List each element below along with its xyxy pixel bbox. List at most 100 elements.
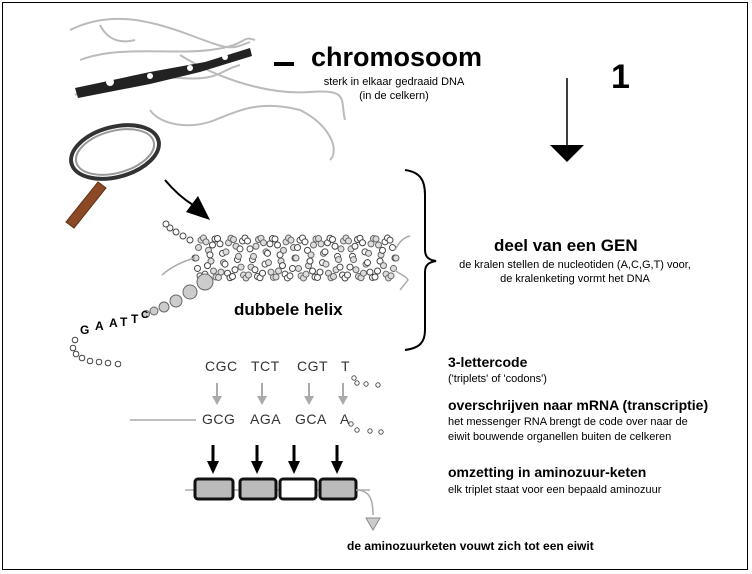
chromosome-subtitle: sterk in elkaar gedraaid DNA (in de celk… — [311, 75, 477, 103]
dna-bead — [304, 246, 311, 254]
dna-bead — [363, 381, 369, 387]
dna-bead — [301, 238, 309, 246]
dna-letter: A — [109, 316, 118, 330]
transcription-arrowhead — [338, 396, 348, 405]
translation-desc: elk triplet staat voor een bepaald amino… — [448, 484, 662, 496]
dna-bead — [264, 249, 271, 257]
dna-bead — [330, 272, 337, 280]
dna-letter: T — [120, 315, 128, 329]
dna-bead — [379, 246, 386, 254]
transcription-desc-line2: eiwit bouwende organellen buiten de celk… — [448, 431, 672, 443]
dna-letter: G — [80, 323, 90, 337]
dna-bead — [316, 268, 324, 276]
translation-arrowhead — [207, 461, 219, 474]
dna-bead-trail — [69, 336, 384, 435]
dna-bead — [336, 263, 344, 271]
translation-arrows — [207, 445, 343, 474]
helix-tail — [394, 235, 411, 291]
dna-bead — [289, 264, 296, 272]
dna-bead — [209, 241, 216, 249]
translation-arrow-shaft — [335, 445, 339, 463]
code-note: ('triplets' of 'codons') — [448, 373, 547, 385]
dna-bead — [310, 241, 317, 249]
dna-bead — [194, 264, 201, 272]
dna-bead — [309, 267, 316, 275]
dna-bead — [275, 267, 282, 275]
dna-bead — [235, 252, 242, 260]
transcription-arrow-shaft — [216, 383, 218, 397]
code-title: 3-lettercode — [448, 354, 528, 370]
dna-bead — [231, 266, 239, 274]
footer-text: de aminozuurketen vouwt zich tot een eiw… — [347, 539, 594, 553]
dna-bead — [329, 236, 336, 244]
dna-bead — [236, 245, 244, 253]
mrna-codon: AGA — [250, 411, 282, 427]
dna-bead — [322, 260, 330, 268]
dna-bead — [221, 260, 229, 268]
dna-bead — [337, 245, 345, 253]
translation-arrow-shaft — [255, 445, 259, 463]
dna-bead — [378, 429, 384, 435]
dna-bead — [252, 242, 260, 250]
dna-bead — [206, 251, 214, 259]
dna-bead — [386, 236, 394, 244]
transcription-arrows — [212, 383, 348, 405]
dna-letter: A — [95, 319, 104, 333]
dna-bead — [321, 248, 329, 256]
dna-triplet: TCT — [251, 358, 280, 374]
dna-bead — [392, 254, 400, 262]
dna-bead — [280, 246, 287, 254]
dna-bead — [251, 266, 259, 274]
dna-bead — [158, 301, 170, 313]
dna-bead — [204, 262, 211, 270]
dna-bead — [274, 241, 281, 249]
transcription-arrow-shaft — [342, 383, 344, 397]
dna-letter: C — [141, 310, 149, 321]
dna-bead — [195, 244, 202, 252]
dna-bead — [306, 257, 314, 265]
dna-bead — [86, 357, 94, 365]
transcription-arrow-shaft — [308, 383, 310, 397]
dna-bead — [271, 235, 279, 243]
dna-bead — [287, 236, 295, 244]
dna-bead — [380, 262, 387, 270]
amino-acid-chain — [185, 477, 381, 531]
dna-bead — [360, 269, 367, 277]
dna-bead — [367, 428, 373, 434]
double-helix-illustration — [142, 220, 411, 318]
dna-bead — [229, 272, 236, 280]
mrna-codon: GCA — [295, 411, 327, 427]
dna-bead — [351, 242, 359, 250]
dna-bead — [245, 271, 252, 279]
pointer-dash — [274, 62, 294, 66]
translation-arrowhead — [288, 461, 300, 474]
dna-bead — [230, 236, 237, 244]
dna-bead — [351, 375, 357, 381]
chromosome-title: chromosoom — [311, 42, 483, 72]
dna-bead — [78, 354, 86, 362]
dna-triplet: CGC — [205, 358, 238, 374]
dna-bead — [354, 380, 360, 386]
dna-bead — [72, 350, 80, 358]
dna-bead — [207, 257, 215, 265]
chromosome-subtitle-line2: (in de celkern) — [359, 90, 429, 102]
transcription-title: overschrijven naar mRNA (transcriptie) — [448, 397, 709, 413]
transcription-arrowhead — [212, 396, 222, 405]
dna-bead — [222, 248, 230, 256]
dna-bead — [387, 272, 395, 280]
gene-description: de kralen stellen de nucleotiden (A,C,G,… — [436, 258, 714, 286]
translation-arrow-shaft — [211, 445, 215, 463]
translation-title: omzetting in aminozuur-keten — [448, 464, 647, 480]
dna-letter: T — [131, 312, 139, 326]
dna-bead — [202, 238, 210, 246]
dna-bead — [348, 421, 354, 427]
dna-bead — [104, 359, 112, 367]
dna-bead — [302, 270, 310, 278]
mrna-codon: A — [340, 411, 350, 427]
gene-title: deel van een GEN — [494, 236, 638, 255]
transcription-desc-line1: het messenger RNA brengt de code over na… — [448, 416, 688, 428]
dna-bead — [182, 284, 198, 300]
dna-bead — [371, 273, 379, 281]
dna-bead — [172, 228, 180, 236]
